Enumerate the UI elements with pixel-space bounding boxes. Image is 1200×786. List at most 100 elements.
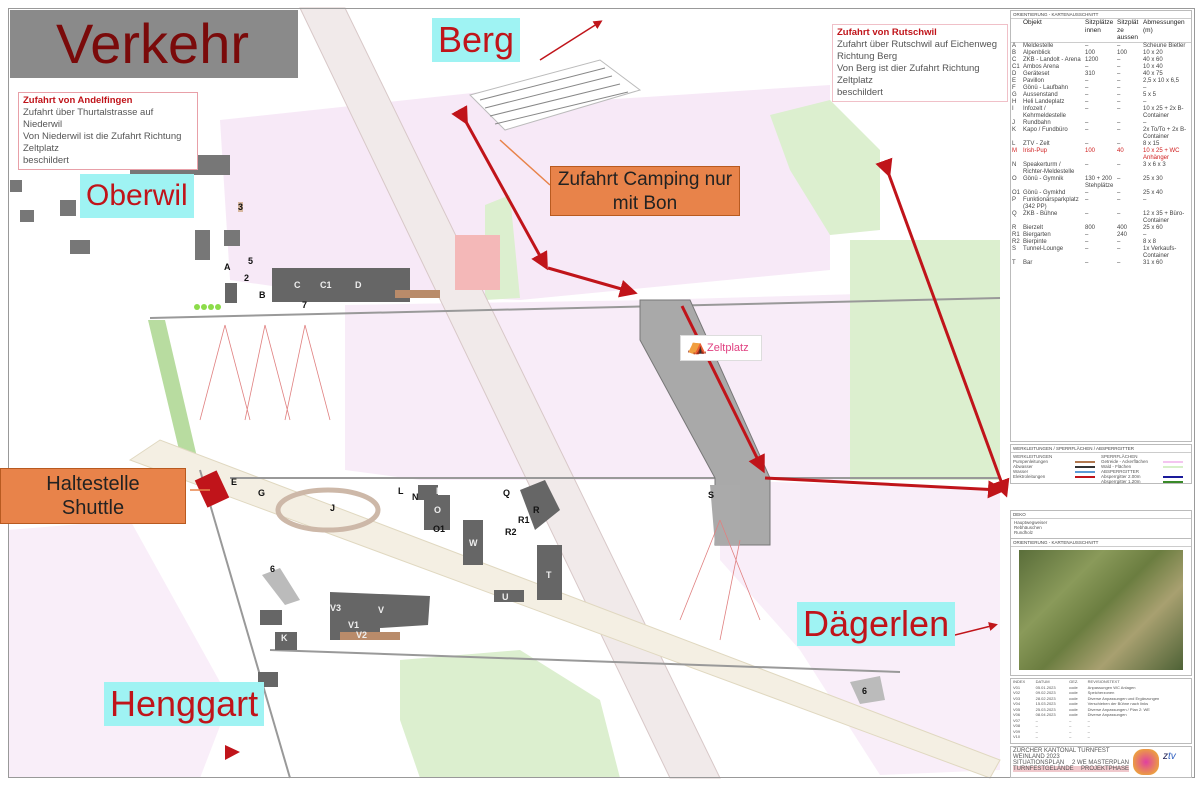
place-label-oberwil: Oberwil xyxy=(80,174,194,218)
table-cell: R1 xyxy=(1012,231,1020,238)
building-label: 3 xyxy=(238,202,244,212)
building-label: D xyxy=(355,280,362,290)
table-cell: 31 x 60 xyxy=(1143,259,1163,266)
table-cell: 40 xyxy=(1117,147,1124,154)
table-cell: – xyxy=(1087,734,1090,739)
table-cell: – xyxy=(1085,105,1089,112)
plan-phase: PROJEKTPHASE xyxy=(1080,766,1129,772)
building-V xyxy=(330,592,430,640)
table-cell: 40 x 60 xyxy=(1143,56,1163,63)
table-cell: 8 x 8 xyxy=(1143,238,1157,245)
table-cell: – xyxy=(1143,231,1147,238)
table-cell: 310 xyxy=(1085,70,1096,77)
table-cell: Pavillon xyxy=(1023,77,1045,84)
table-cell: – xyxy=(1069,734,1072,739)
table-cell: 08.04.2023 xyxy=(1035,712,1056,717)
table-cell: V09 xyxy=(1013,728,1021,734)
table-cell: Kapo / Fundbüro xyxy=(1023,126,1068,133)
henggart-arrow-icon xyxy=(225,745,240,760)
table-cell: 28.02.2023 xyxy=(1035,695,1056,701)
legend-swatch xyxy=(1075,461,1095,463)
building-label: O xyxy=(434,505,442,515)
building-label: V3 xyxy=(330,603,342,613)
table-cell: Scheune Bietler xyxy=(1143,42,1186,49)
table-cell: code xyxy=(1069,701,1078,706)
table-cell: Bierpinte xyxy=(1023,238,1047,245)
legend-item-label: Wasser xyxy=(1013,469,1029,474)
table-cell: Bar xyxy=(1023,259,1033,266)
table-cell: – xyxy=(1117,245,1121,252)
table-cell: L xyxy=(1012,140,1016,147)
legend-item: Pumpenleitungen xyxy=(1013,459,1101,464)
note-line: Von Niederwil ist die Zufahrt Richtung Z… xyxy=(23,131,182,154)
field-green xyxy=(400,650,620,778)
legend-swatch xyxy=(1163,466,1183,468)
table-cell: J xyxy=(1012,119,1015,126)
ztv-logo: ztv xyxy=(1163,751,1176,762)
table-cell: G xyxy=(1012,91,1017,98)
note-line: Zufahrt über Thurtalstrasse auf Niederwi… xyxy=(23,107,154,130)
place-label-daegerlen: Dägerlen xyxy=(797,602,956,646)
table-row: V09––– xyxy=(1011,729,1191,735)
table-cell: Heli Landeplatz xyxy=(1023,98,1065,105)
table-cell: – xyxy=(1117,56,1121,63)
table-cell: – xyxy=(1035,734,1038,739)
table-cell: B xyxy=(1012,49,1017,56)
table-cell: – xyxy=(1069,723,1072,728)
building-label: E xyxy=(231,477,238,487)
col-header: DATUM xyxy=(1035,679,1050,684)
table-cell: 10 x 40 xyxy=(1143,63,1163,70)
table-cell: Anpassungen WC Anlagen xyxy=(1087,684,1136,690)
shuttle-stop-marker xyxy=(194,470,230,508)
table-cell: Infozelt / Kehrmeldestelle xyxy=(1023,105,1067,119)
table-cell: 10 x 25 + 2x B-Container xyxy=(1143,105,1184,119)
building-label: G xyxy=(258,488,266,498)
legend-swatch xyxy=(1075,466,1095,468)
table-cell: 10 x 20 xyxy=(1143,49,1163,56)
table-cell: V08 xyxy=(1013,723,1021,728)
table-cell: – xyxy=(1085,98,1089,105)
table-cell: Aussenstand xyxy=(1023,91,1058,98)
table-row: V10––– xyxy=(1011,734,1191,740)
table-cell: 3 x 6 x 3 xyxy=(1143,161,1166,168)
table-cell: V06 xyxy=(1013,712,1021,717)
building-label: T xyxy=(546,570,552,580)
table-cell: 100 xyxy=(1085,49,1096,56)
table-cell: Speicherzonen xyxy=(1087,690,1115,695)
table-cell: M xyxy=(1012,147,1017,154)
legend-swatch xyxy=(1163,476,1183,478)
table-cell: – xyxy=(1117,91,1121,98)
building-label: A xyxy=(224,262,231,272)
table-cell: – xyxy=(1117,238,1121,245)
trees xyxy=(194,304,221,310)
festival-buildings xyxy=(418,480,562,602)
legend-item: Absperrgitter 2.00m xyxy=(1101,474,1189,479)
table-cell: – xyxy=(1085,238,1089,245)
table-cell: – xyxy=(1085,126,1089,133)
camp-tent-areas xyxy=(199,324,761,641)
table-cell: – xyxy=(1143,84,1147,91)
legend-heading: ORIENTIERUNG - KARTENAUSSCHNITT xyxy=(1011,11,1191,19)
table-cell: R xyxy=(1012,224,1017,231)
table-cell: – xyxy=(1085,161,1089,168)
deko-item: Rundholz xyxy=(1014,530,1034,535)
table-cell: – xyxy=(1085,63,1089,70)
table-cell: ZTV - Zelt xyxy=(1023,140,1050,147)
table-cell: 10 x 25 + WC Anhänger xyxy=(1143,147,1180,161)
building-label: C xyxy=(294,280,301,290)
table-cell: – xyxy=(1085,140,1089,147)
table-cell: – xyxy=(1085,42,1089,49)
building-label: N xyxy=(412,492,419,502)
table-cell: Biergarten xyxy=(1023,231,1051,238)
place-label-berg: Berg xyxy=(432,18,521,62)
aerial-photo xyxy=(1019,550,1183,670)
